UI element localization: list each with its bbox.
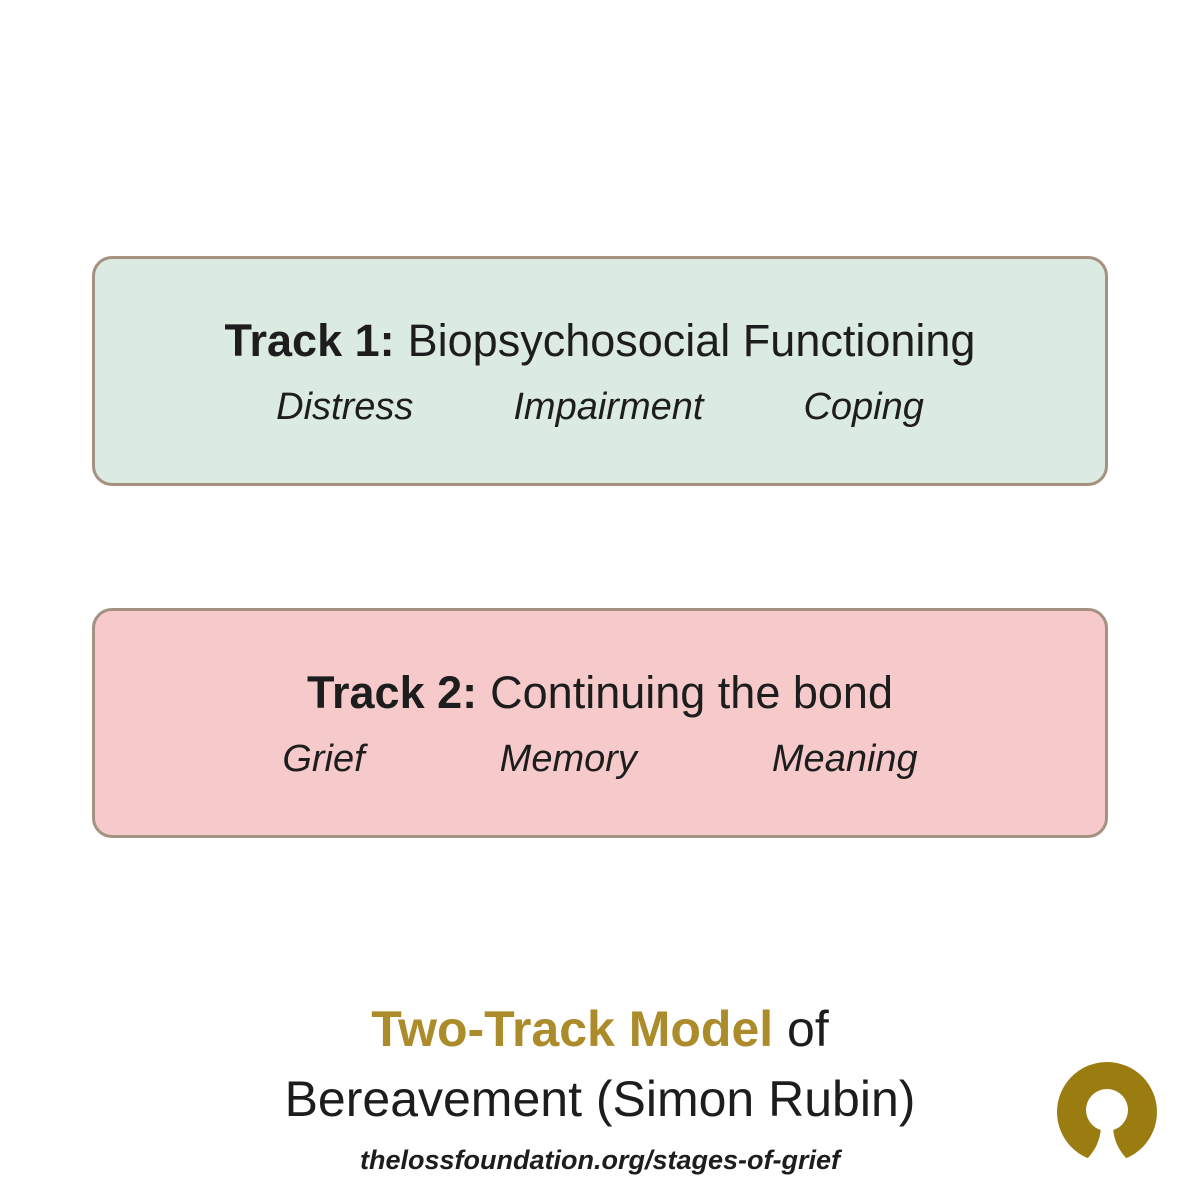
- track2-box: Track 2:Continuing the bond Grief Memory…: [92, 608, 1108, 838]
- track2-item: Meaning: [771, 737, 918, 780]
- track1-box: Track 1:Biopsychosocial Functioning Dist…: [92, 256, 1108, 486]
- footer-title-line1: Two-Track Model of: [0, 994, 1200, 1064]
- track2-item: Grief: [282, 737, 365, 780]
- footer-title-line2: Bereavement (Simon Rubin): [284, 1071, 916, 1127]
- track2-items: Grief Memory Meaning: [282, 738, 917, 781]
- track2-label: Track 2:: [307, 666, 478, 718]
- footer-url: thelossfoundation.org/stages-of-grief: [359, 1145, 840, 1175]
- track1-title: Track 1:Biopsychosocial Functioning: [225, 314, 976, 368]
- track1-item: Distress: [276, 385, 414, 428]
- track1-item: Impairment: [513, 385, 704, 428]
- footer: Two-Track Model of Bereavement (Simon Ru…: [0, 994, 1200, 1180]
- track2-title-text: Continuing the bond: [490, 666, 893, 718]
- footer-title-rest: of: [773, 1001, 829, 1057]
- track2-title: Track 2:Continuing the bond: [307, 666, 893, 720]
- track1-label: Track 1:: [224, 314, 395, 366]
- track1-items: Distress Impairment Coping: [276, 386, 924, 429]
- track2-item: Memory: [499, 737, 637, 780]
- footer-title-highlight: Two-Track Model: [371, 1001, 774, 1057]
- track1-title-text: Biopsychosocial Functioning: [407, 314, 976, 366]
- loss-foundation-logo-icon: [1057, 1062, 1157, 1170]
- track1-item: Coping: [803, 385, 924, 428]
